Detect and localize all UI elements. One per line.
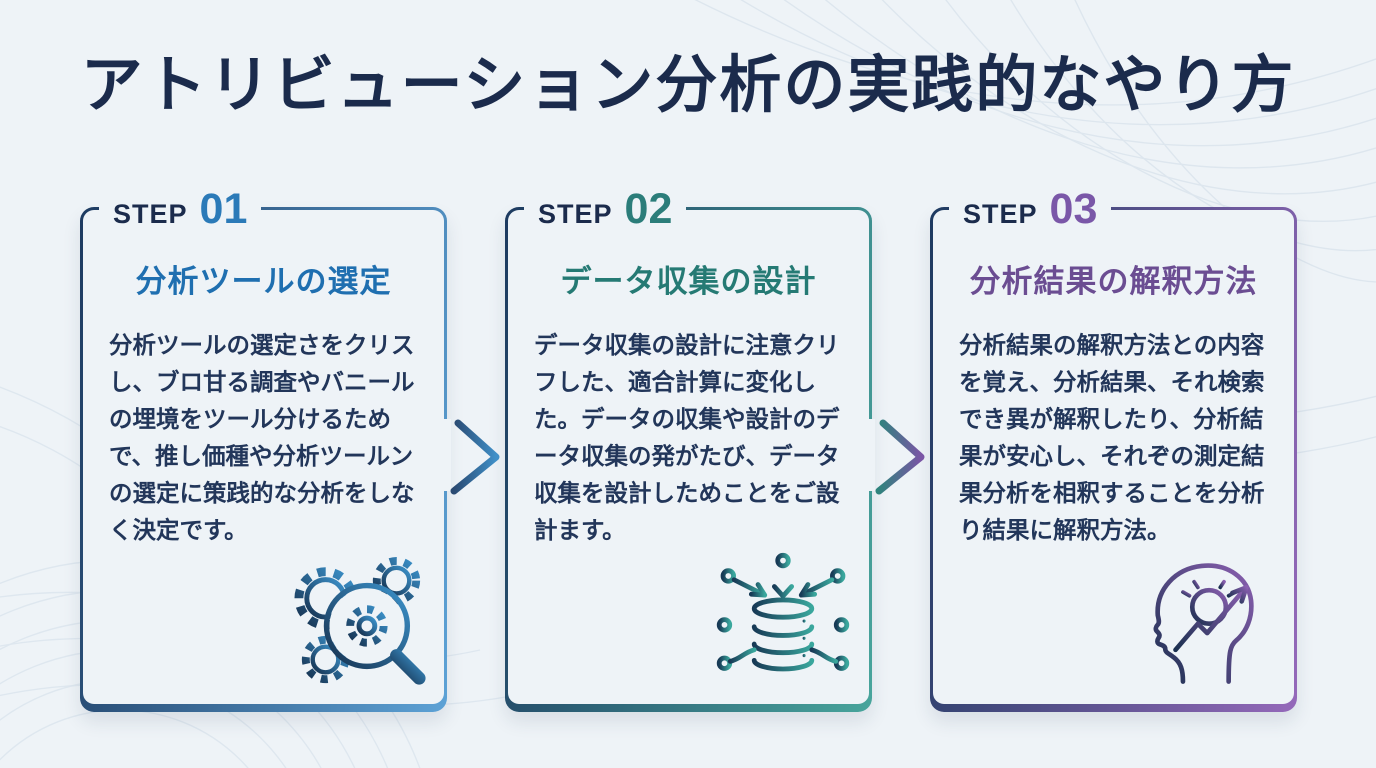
step-tag-2: STEP 02: [524, 184, 687, 234]
step-card-3-panel: STEP 03 分析結果の解釈方法 分析結果の解釈方法との内容を覚え、分析結果、…: [933, 184, 1294, 704]
step-label: STEP: [113, 199, 188, 229]
gears-magnifier-icon: [292, 553, 430, 698]
arrow-step2-to-step3: [866, 419, 925, 495]
head-lightbulb-arrow-icon: [1140, 551, 1280, 694]
step-number: 01: [199, 185, 248, 233]
database-network-icon: [711, 551, 855, 698]
card-title: データ収集の設計: [560, 264, 817, 299]
step-tag-3: STEP 03: [949, 184, 1112, 234]
step-number: 03: [1049, 185, 1098, 233]
step-card-2: STEP 02 データ収集の設計 データ収集の設計に注意クリフした、適合計算に変…: [505, 184, 872, 712]
step-card-1-panel: STEP 01 分析ツールの選定 分析ツールの選定さをクリスし、ブロ甘る調査やバ…: [83, 184, 444, 704]
card-body-text: データ収集の設計に注意クリフした、適合計算に変化した。データの収集や設計のデータ…: [534, 332, 840, 543]
card-title: 分析結果の解釈方法: [969, 264, 1258, 299]
step-label: STEP: [538, 199, 613, 229]
arrow-step1-to-step2: [441, 419, 500, 495]
step-label: STEP: [963, 199, 1038, 229]
step-card-3: STEP 03 分析結果の解釈方法 分析結果の解釈方法との内容を覚え、分析結果、…: [930, 184, 1297, 712]
step-tag-1: STEP 01: [99, 184, 262, 234]
step-card-1: STEP 01 分析ツールの選定 分析ツールの選定さをクリスし、ブロ甘る調査やバ…: [80, 184, 447, 712]
page-title: アトリビューション分析の実践的なやり方: [80, 51, 1296, 120]
card-body-text: 分析ツールの選定さをクリスし、ブロ甘る調査やバニールの埋境をツール分けるためで、…: [109, 332, 415, 543]
card-title: 分析ツールの選定: [135, 264, 392, 299]
step-number: 02: [624, 185, 673, 233]
step-card-2-panel: STEP 02 データ収集の設計 データ収集の設計に注意クリフした、適合計算に変…: [508, 184, 869, 704]
card-body-text: 分析結果の解釈方法との内容を覚え、分析結果、それ検索でき異が解釈したり、分析結果…: [959, 332, 1265, 543]
